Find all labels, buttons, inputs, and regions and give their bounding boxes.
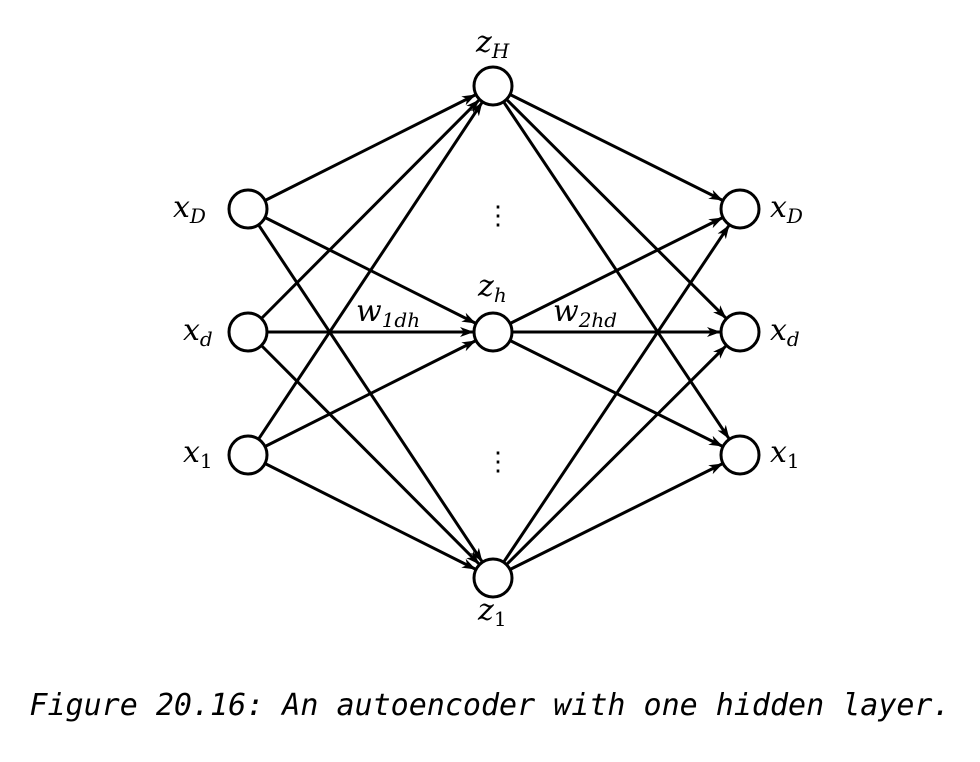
label-hidden-zh: zh [477,269,507,307]
hidden-node-z1 [472,557,514,599]
edge-decoder-2-2 [509,462,723,571]
output-node-xd [719,311,761,353]
label-output-xd: xd [770,313,800,351]
edge-encoder-1-0 [260,99,480,320]
input-node-xD [227,188,269,230]
edge-decoder-1-0 [509,216,723,325]
label-input-xD: xD [173,190,206,228]
edge-encoder-0-0 [264,93,476,202]
input-node-xd [227,311,269,353]
edge-encoder-2-2 [264,462,476,571]
ellipsis-upper: ⋮ [485,201,511,231]
autoencoder-diagram: xD xd x1 zH zh z1 xD xd x1 w1dh w2hd ⋮ ⋮ [173,25,803,631]
hidden-node-zH [472,65,514,107]
weight-label-encoder: w1dh [356,294,420,332]
edge-decoder-0-0 [509,93,723,202]
input-node-x1 [227,434,269,476]
label-hidden-zH: zH [475,25,510,63]
label-input-xd: xd [183,313,213,351]
edge-decoder-0-1 [505,98,727,319]
figure-caption: Figure 20.16: An autoencoder with one hi… [29,688,951,723]
edge-decoder-2-0 [502,224,731,564]
weight-label-decoder: w2hd [553,294,617,332]
output-node-x1 [719,434,761,476]
label-hidden-z1: z1 [477,593,507,631]
label-output-xD: xD [770,190,803,228]
edges-group [257,93,731,571]
edge-decoder-2-1 [505,345,727,566]
edge-encoder-1-2 [260,344,480,565]
ellipsis-lower: ⋮ [485,447,511,477]
label-input-x1: x1 [183,435,213,473]
hidden-node-zh [472,311,514,353]
label-output-x1: x1 [770,435,800,473]
edge-encoder-2-0 [257,101,484,441]
edge-encoder-2-1 [264,339,476,448]
output-node-xD [719,188,761,230]
